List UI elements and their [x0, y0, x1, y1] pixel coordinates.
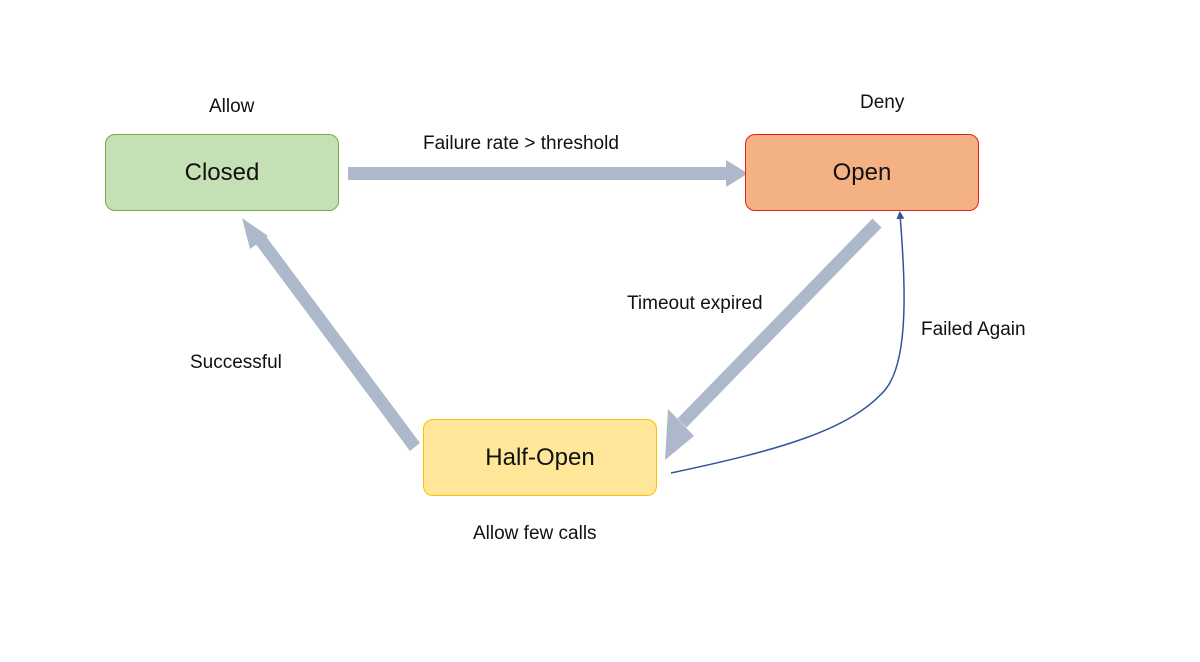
- open-state-box: Open: [745, 134, 979, 211]
- arrow-open-to-half-open: [665, 218, 882, 460]
- closed-state-box: Closed: [105, 134, 339, 211]
- open-policy-label: Deny: [860, 92, 905, 113]
- half-open-state-box: Half-Open: [423, 419, 657, 496]
- transition-label-closed-to-open: Failure rate > threshold: [423, 133, 619, 154]
- half-open-policy-label: Allow few calls: [473, 523, 597, 544]
- arrow-half-open-to-closed: [242, 218, 420, 451]
- arrow-closed-to-open: [348, 160, 748, 187]
- transition-label-half-open-to-closed: Successful: [190, 352, 282, 373]
- transition-label-half-open-to-open: Failed Again: [921, 319, 1026, 340]
- transition-label-open-to-half-open: Timeout expired: [627, 293, 763, 314]
- arrow-half-open-to-open: [670, 211, 905, 474]
- closed-policy-label: Allow: [209, 96, 255, 117]
